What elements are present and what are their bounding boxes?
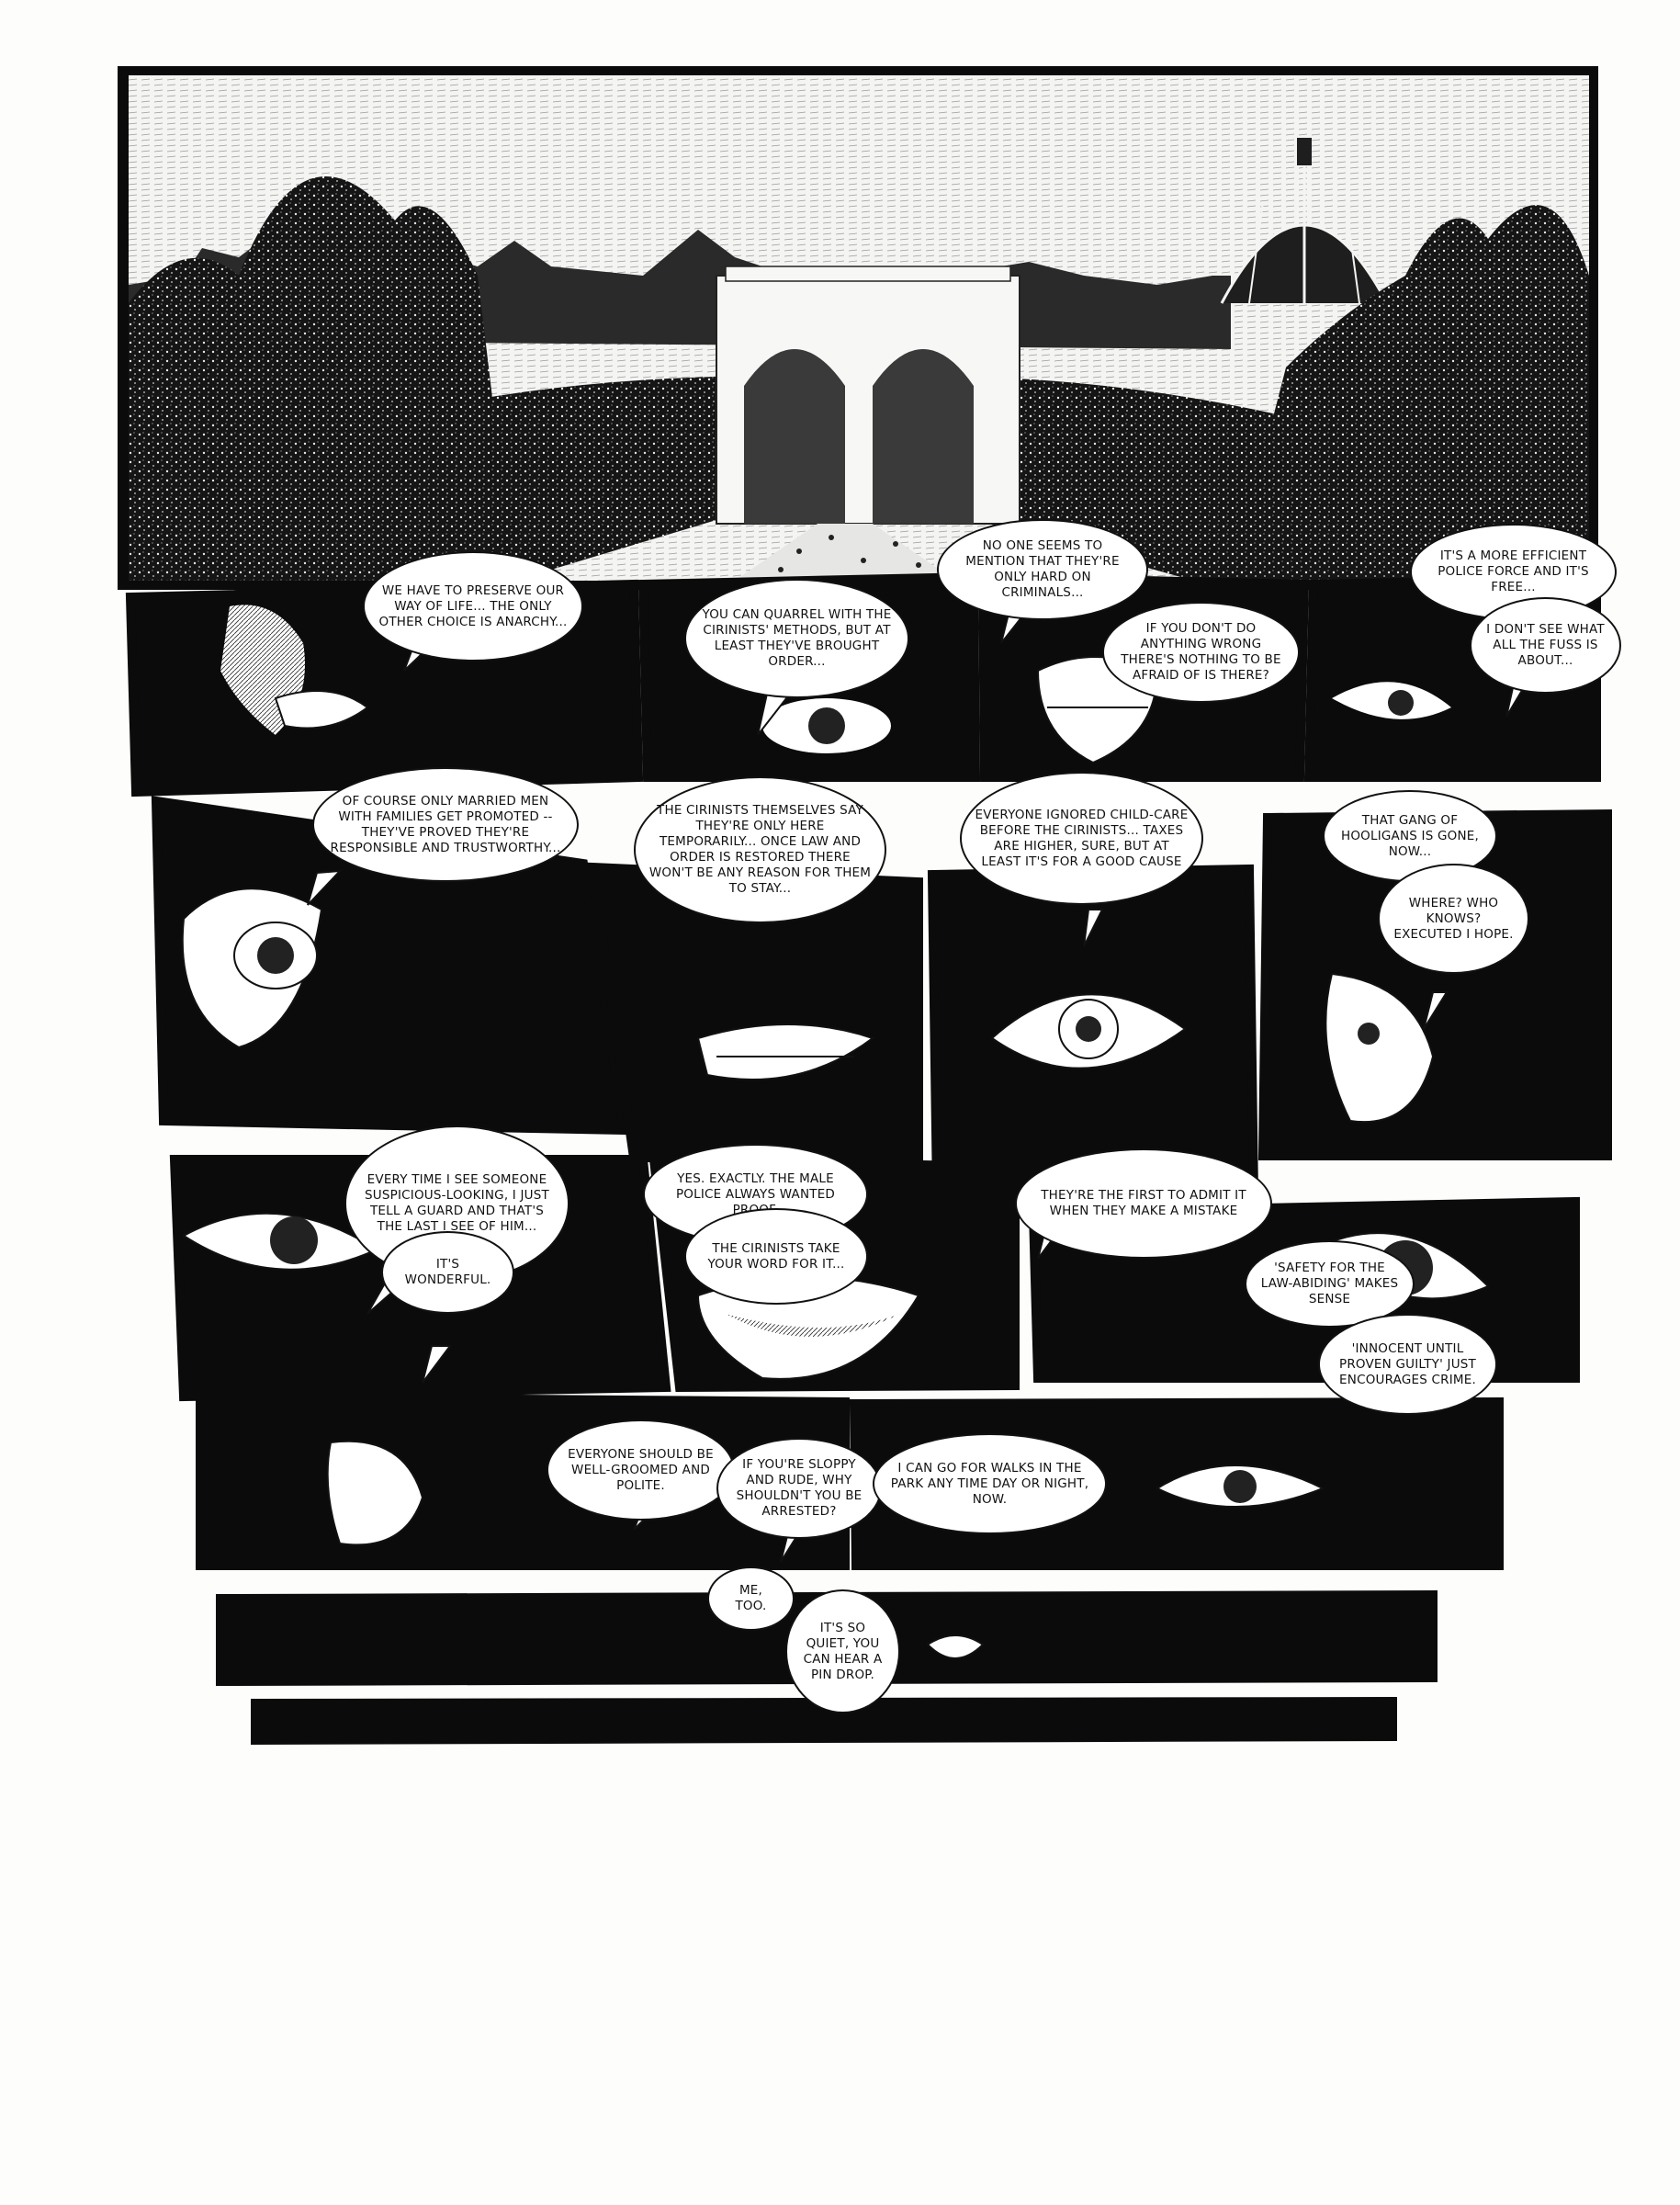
speech-bubble-9: EVERYONE IGNORED CHILD-CARE BEFORE THE C… bbox=[960, 772, 1203, 905]
speech-bubble-6: I DON'T SEE WHAT ALL THE FUSS IS ABOUT..… bbox=[1470, 597, 1621, 694]
speech-bubble-8: THE CIRINISTS THEMSELVES SAY THEY'RE ONL… bbox=[634, 776, 886, 923]
speech-text-17: 'SAFETY FOR THE LAW-ABIDING' MAKES SENSE bbox=[1260, 1261, 1399, 1306]
speech-bubble-11: WHERE? WHO KNOWS? EXECUTED I HOPE. bbox=[1378, 864, 1529, 974]
speech-bubble-3: NO ONE SEEMS TO MENTION THAT THEY'RE ONL… bbox=[937, 519, 1148, 620]
speech-bubble-18: 'INNOCENT UNTIL PROVEN GUILTY' JUST ENCO… bbox=[1318, 1314, 1497, 1415]
speech-text-18: 'INNOCENT UNTIL PROVEN GUILTY' JUST ENCO… bbox=[1338, 1340, 1477, 1387]
speech-text-16: THEY'RE THE FIRST TO ADMIT IT WHEN THEY … bbox=[1041, 1188, 1246, 1218]
speech-text-6: I DON'T SEE WHAT ALL THE FUSS IS ABOUT..… bbox=[1486, 622, 1605, 668]
speech-bubble-15: THE CIRINISTS TAKE YOUR WORD FOR IT... bbox=[684, 1208, 868, 1305]
speech-text-3: NO ONE SEEMS TO MENTION THAT THEY'RE ONL… bbox=[965, 538, 1120, 600]
speech-bubble-7: OF COURSE ONLY MARRIED MEN WITH FAMILIES… bbox=[312, 767, 579, 882]
speech-text-20: IF YOU'RE SLOPPY AND RUDE, WHY SHOULDN'T… bbox=[736, 1457, 863, 1519]
speech-text-8: THE CIRINISTS THEMSELVES SAY THEY'RE ONL… bbox=[648, 803, 872, 896]
speech-text-22: ME, TOO. bbox=[735, 1583, 767, 1613]
panel-city-gate bbox=[118, 66, 1598, 590]
speech-text-15: THE CIRINISTS TAKE YOUR WORD FOR IT... bbox=[707, 1240, 845, 1272]
speech-bubble-20: IF YOU'RE SLOPPY AND RUDE, WHY SHOULDN'T… bbox=[716, 1438, 882, 1539]
speech-text-13: IT'S WONDERFUL. bbox=[404, 1257, 491, 1287]
speech-text-23: IT'S SO QUIET, YOU CAN HEAR A PIN DROP. bbox=[803, 1620, 883, 1682]
speech-text-2: YOU CAN QUARREL WITH THE CIRINISTS' METH… bbox=[702, 607, 892, 669]
speech-bubble-23: IT'S SO QUIET, YOU CAN HEAR A PIN DROP. bbox=[785, 1589, 900, 1713]
speech-bubble-17: 'SAFETY FOR THE LAW-ABIDING' MAKES SENSE bbox=[1245, 1240, 1415, 1328]
speech-text-7: OF COURSE ONLY MARRIED MEN WITH FAMILIES… bbox=[330, 793, 561, 855]
speech-text-21: I CAN GO FOR WALKS IN THE PARK ANY TIME … bbox=[890, 1460, 1089, 1507]
speech-bubble-4: IF YOU DON'T DO ANYTHING WRONG THERE'S N… bbox=[1102, 602, 1300, 703]
speech-bubble-16: THEY'RE THE FIRST TO ADMIT IT WHEN THEY … bbox=[1015, 1148, 1272, 1259]
speech-text-12: EVERY TIME I SEE SOMEONE SUSPICIOUS-LOOK… bbox=[365, 1172, 549, 1234]
speech-text-10: THAT GANG OF HOOLIGANS IS GONE, NOW... bbox=[1340, 812, 1479, 859]
speech-text-9: EVERYONE IGNORED CHILD-CARE BEFORE THE C… bbox=[975, 807, 1189, 869]
speech-text-19: EVERYONE SHOULD BE WELL-GROOMED AND POLI… bbox=[568, 1446, 714, 1493]
speech-text-1: WE HAVE TO PRESERVE OUR WAY OF LIFE... T… bbox=[378, 582, 568, 629]
speech-text-5: IT'S A MORE EFFICIENT POLICE FORCE AND I… bbox=[1438, 548, 1589, 594]
speech-bubble-22: ME, TOO. bbox=[707, 1566, 795, 1631]
speech-text-4: IF YOU DON'T DO ANYTHING WRONG THERE'S N… bbox=[1121, 621, 1281, 683]
speech-text-11: WHERE? WHO KNOWS? EXECUTED I HOPE. bbox=[1393, 895, 1514, 942]
speech-bubble-19: EVERYONE SHOULD BE WELL-GROOMED AND POLI… bbox=[547, 1419, 735, 1521]
speech-bubble-1: WE HAVE TO PRESERVE OUR WAY OF LIFE... T… bbox=[363, 551, 583, 662]
speech-bubble-21: I CAN GO FOR WALKS IN THE PARK ANY TIME … bbox=[873, 1433, 1107, 1534]
speech-bubble-13: IT'S WONDERFUL. bbox=[381, 1231, 514, 1314]
speech-bubble-2: YOU CAN QUARREL WITH THE CIRINISTS' METH… bbox=[684, 579, 909, 698]
